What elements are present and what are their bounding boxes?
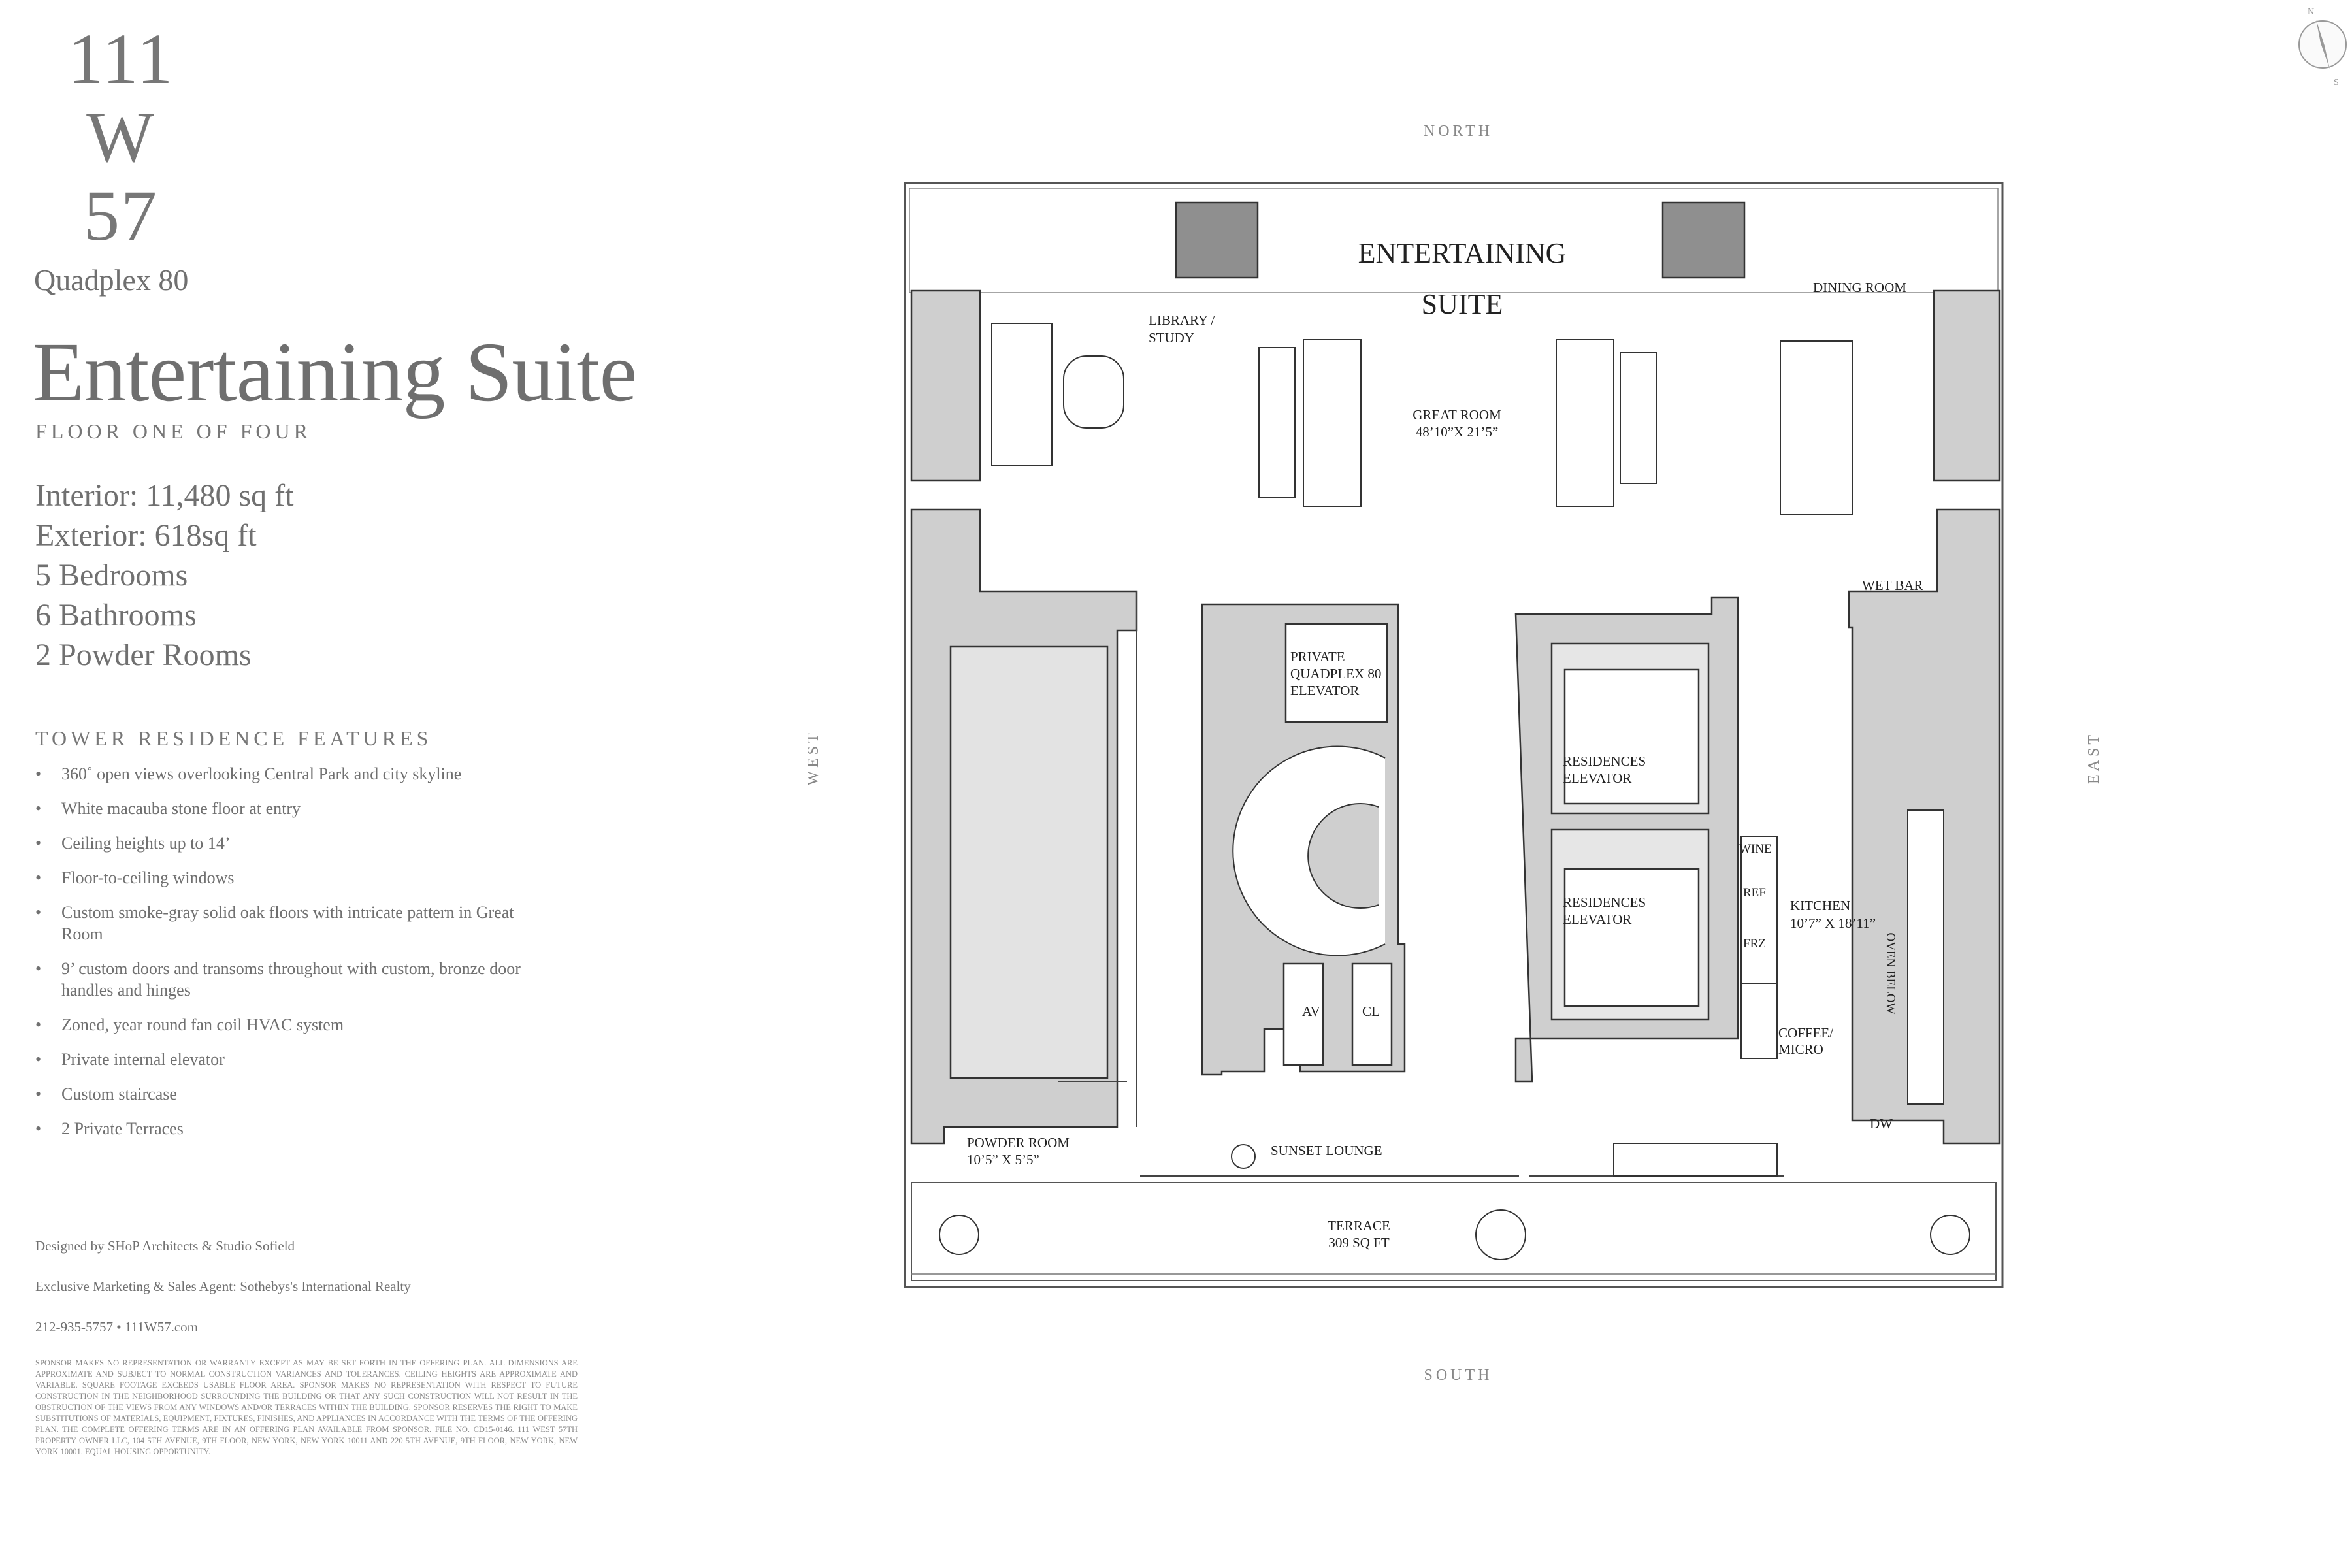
- feature-item: •2 Private Terraces: [35, 1119, 184, 1138]
- dw-label: DW: [1870, 1116, 1893, 1132]
- bullet: •: [35, 868, 42, 887]
- logo-line-2: W: [86, 97, 155, 177]
- south-label: SOUTH: [1424, 1367, 1492, 1384]
- bullet: •: [35, 1085, 42, 1103]
- feature-item: •9’ custom doors and transoms throughout…: [35, 959, 521, 1000]
- features-list: •360˚ open views overlooking Central Par…: [35, 763, 571, 1152]
- residences-elevator-2b: ELEVATOR: [1563, 911, 1631, 927]
- terrace-label: TERRACE: [1328, 1218, 1390, 1233]
- feature-item: •Custom staircase: [35, 1085, 177, 1103]
- logo-line-1: 111: [67, 19, 174, 99]
- powder-room-dims: 10’5” X 5’5”: [967, 1152, 1039, 1168]
- kitchen-label: KITCHEN: [1790, 898, 1850, 913]
- feature-item: •360˚ open views overlooking Central Par…: [35, 764, 462, 783]
- library-label-1: LIBRARY /: [1149, 312, 1215, 328]
- wine-label: WINE: [1739, 842, 1772, 856]
- dining-room-label: DINING ROOM: [1813, 280, 1906, 295]
- bullet: •: [35, 1015, 42, 1034]
- frz-label: FRZ: [1743, 937, 1766, 951]
- bullet: •: [35, 1050, 42, 1069]
- bullet: •: [35, 799, 42, 818]
- residences-elevator-1a: RESIDENCES: [1563, 753, 1646, 769]
- feature-item: •Floor-to-ceiling windows: [35, 868, 235, 887]
- building-logo: 111 W 57: [59, 20, 183, 255]
- north-label: NORTH: [1424, 123, 1493, 140]
- logo-line-3: 57: [84, 176, 158, 255]
- legal-disclaimer: Sponsor makes no representation or warra…: [35, 1358, 578, 1456]
- east-label: EAST: [2085, 732, 2102, 784]
- bullet: •: [35, 834, 42, 853]
- cl-label: CL: [1362, 1004, 1380, 1019]
- plan-walls: [904, 182, 2004, 1288]
- oven-label: OVEN BELOW: [1884, 932, 1897, 1014]
- agent-credit: Exclusive Marketing & Sales Agent: Sothe…: [35, 1279, 411, 1294]
- compass-icon: N S: [2298, 7, 2347, 88]
- features-heading: TOWER RESIDENCE FEATURES: [35, 727, 433, 750]
- contact-info: 212-935-5757 • 111W57.com: [35, 1319, 199, 1335]
- great-room-dims: 48’10”X 21’5”: [1416, 424, 1499, 440]
- designer-credit: Designed by SHoP Architects & Studio Sof…: [35, 1238, 295, 1254]
- wet-bar-label: WET BAR: [1862, 578, 1923, 593]
- credits: Designed by SHoP Architects & Studio Sof…: [35, 1238, 411, 1360]
- private-elevator-label-2: QUADPLEX 80: [1290, 666, 1381, 681]
- stat-bathrooms: 6 Bathrooms: [35, 598, 197, 632]
- coffee-label-1: COFFEE/: [1778, 1025, 1833, 1041]
- stat-powder-rooms: 2 Powder Rooms: [35, 638, 252, 672]
- feature-item: •White macauba stone floor at entry: [35, 799, 301, 818]
- unit-stats: Interior: 11,480 sq ft Exterior: 618sq f…: [35, 476, 293, 675]
- great-room-label: GREAT ROOM: [1413, 407, 1501, 423]
- residences-elevator-2a: RESIDENCES: [1563, 894, 1646, 910]
- sunset-lounge-label: SUNSET LOUNGE: [1271, 1143, 1382, 1158]
- feature-item: •Private internal elevator: [35, 1050, 225, 1069]
- library-label-2: STUDY: [1149, 330, 1194, 346]
- av-label: AV: [1302, 1004, 1320, 1019]
- powder-room-label: POWDER ROOM: [967, 1135, 1070, 1151]
- terrace-size: 309 SQ FT: [1328, 1235, 1390, 1250]
- bullet: •: [35, 1119, 42, 1138]
- bullet: •: [35, 764, 42, 783]
- page-title: Entertaining Suite: [33, 325, 637, 419]
- compass-s: S: [2334, 78, 2339, 88]
- ref-label: REF: [1743, 886, 1766, 900]
- compass-n: N: [2308, 7, 2314, 17]
- feature-item: •Ceiling heights up to 14’: [35, 834, 231, 853]
- feature-item: •Custom smoke-gray solid oak floors with…: [35, 903, 514, 943]
- stat-interior: Interior: 11,480 sq ft: [35, 478, 294, 513]
- private-elevator-label-3: ELEVATOR: [1290, 683, 1359, 698]
- bullet: •: [35, 959, 42, 978]
- stat-bedrooms: 5 Bedrooms: [35, 558, 188, 593]
- stat-exterior: Exterior: 618sq ft: [35, 518, 257, 553]
- residences-elevator-1b: ELEVATOR: [1563, 770, 1631, 786]
- kitchen-dims: 10’7” X 18’11”: [1790, 915, 1876, 931]
- plan-heading-2: SUITE: [1422, 288, 1503, 320]
- coffee-label-2: MICRO: [1778, 1041, 1823, 1057]
- floor-subtitle: FLOOR ONE OF FOUR: [35, 419, 312, 443]
- west-label: WEST: [805, 730, 822, 785]
- unit-name: Quadplex 80: [34, 263, 189, 297]
- private-elevator-label-1: PRIVATE: [1290, 649, 1345, 664]
- bullet: •: [35, 903, 42, 922]
- plan-heading-1: ENTERTAINING: [1358, 237, 1567, 269]
- feature-item: •Zoned, year round fan coil HVAC system: [35, 1015, 344, 1034]
